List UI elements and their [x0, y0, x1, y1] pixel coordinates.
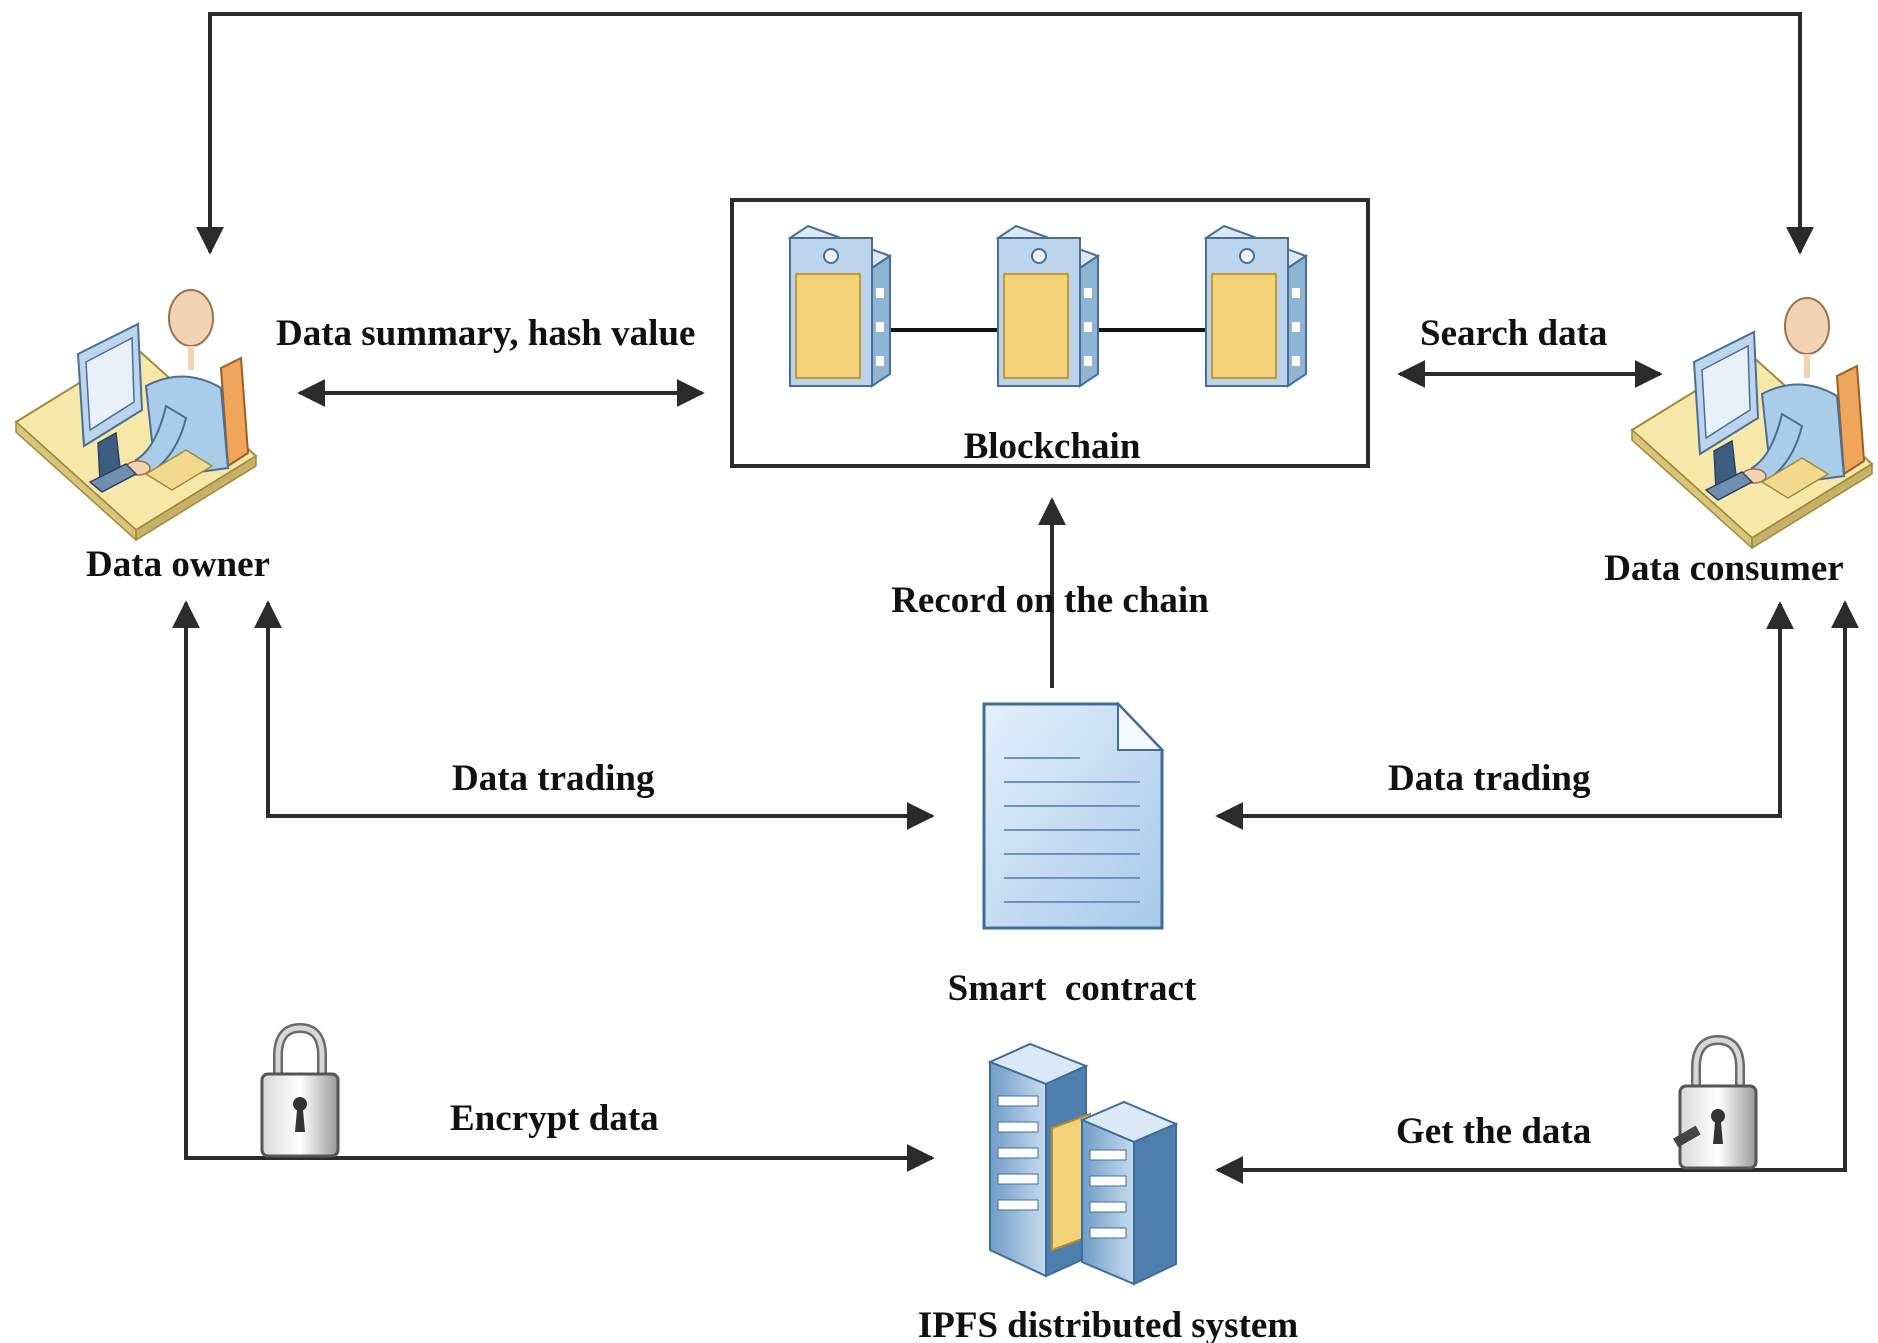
blockchain-node: Blockchain — [730, 198, 1370, 468]
server-cluster-icon — [987, 1042, 1179, 1286]
owner-trading-label: Data trading — [452, 758, 655, 799]
server-icon — [995, 224, 1101, 388]
record-on-chain-label: Record on the chain — [891, 580, 1209, 621]
server-icon — [787, 224, 893, 388]
data-consumer-label: Data consumer — [1604, 548, 1843, 589]
server-icon — [1203, 224, 1309, 388]
ipfs-node: IPFS distributed system — [918, 1042, 1298, 1343]
smart-contract-node: Smart contract — [948, 701, 1197, 1009]
document-icon — [982, 701, 1165, 930]
summary-hash-label: Data summary, hash value — [276, 313, 695, 354]
get-data-label: Get the data — [1396, 1111, 1591, 1152]
padlock-icon — [1673, 1034, 1758, 1170]
encrypt-data-arrow — [172, 600, 935, 1172]
blockchain-label: Blockchain — [964, 426, 1141, 467]
user-at-computer-icon — [14, 289, 258, 542]
data-owner-label: Data owner — [86, 544, 270, 585]
search-data-label: Search data — [1420, 313, 1607, 354]
get-data-arrow — [1215, 600, 1859, 1184]
encrypt-data-label: Encrypt data — [450, 1098, 659, 1139]
owner-consumer-loop — [196, 12, 1814, 255]
ipfs-label: IPFS distributed system — [918, 1305, 1298, 1343]
padlock-icon — [260, 1022, 340, 1158]
user-at-computer-icon — [1630, 297, 1874, 550]
consumer-trading-label: Data trading — [1388, 758, 1591, 799]
smart-contract-label: Smart contract — [948, 968, 1197, 1009]
data-owner-node: Data owner — [14, 289, 270, 585]
data-consumer-node: Data consumer — [1604, 297, 1874, 589]
